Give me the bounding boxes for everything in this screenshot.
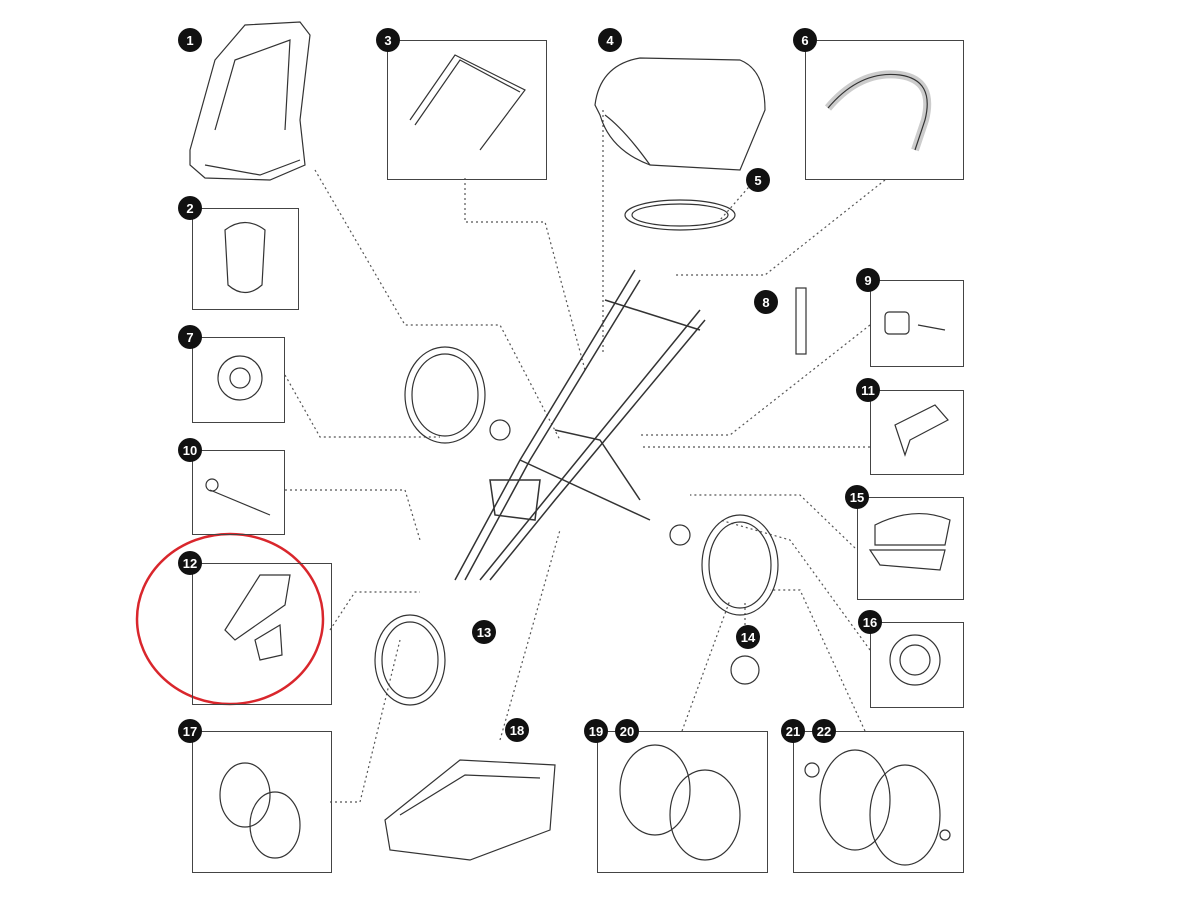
part-number-badge[interactable]: 21 (781, 719, 805, 743)
part-number-badge[interactable]: 18 (505, 718, 529, 742)
wheels (374, 346, 779, 706)
part-number-badge[interactable]: 12 (178, 551, 202, 575)
part-box-15 (857, 497, 964, 600)
part-number-badge[interactable]: 20 (615, 719, 639, 743)
part-number-badge[interactable]: 13 (472, 620, 496, 644)
part-box-19-20 (597, 731, 768, 873)
part-number-badge[interactable]: 16 (858, 610, 882, 634)
part-box-16 (870, 622, 964, 708)
part-box-9 (870, 280, 964, 367)
part-number-badge[interactable]: 15 (845, 485, 869, 509)
part-number-badge[interactable]: 1 (178, 28, 202, 52)
part-box-17 (192, 731, 332, 873)
part-box-7 (192, 337, 285, 423)
part-box-21-22 (793, 731, 964, 873)
part-number-badge[interactable]: 19 (584, 719, 608, 743)
part-box-12[interactable] (192, 563, 332, 705)
part-number-badge[interactable]: 2 (178, 196, 202, 220)
part-number-badge[interactable]: 8 (754, 290, 778, 314)
part-box-2 (192, 208, 299, 310)
part-number-badge[interactable]: 22 (812, 719, 836, 743)
part-number-badge[interactable]: 10 (178, 438, 202, 462)
part-number-badge[interactable]: 7 (178, 325, 202, 349)
part-box-10 (192, 450, 285, 535)
leader-lines (284, 110, 886, 803)
part-seat-drawing (189, 21, 311, 181)
part-number-badge[interactable]: 5 (746, 168, 770, 192)
part-number-badge[interactable]: 6 (793, 28, 817, 52)
part-box-3 (387, 40, 547, 180)
part-box-11 (870, 390, 964, 475)
part-number-badge[interactable]: 14 (736, 625, 760, 649)
part-number-badge[interactable]: 9 (856, 268, 880, 292)
part-number-badge[interactable]: 3 (376, 28, 400, 52)
part-number-badge[interactable]: 17 (178, 719, 202, 743)
part-number-badge[interactable]: 11 (856, 378, 880, 402)
part-box-6 (805, 40, 964, 180)
stroller-frame (454, 269, 706, 581)
part-number-badge[interactable]: 4 (598, 28, 622, 52)
